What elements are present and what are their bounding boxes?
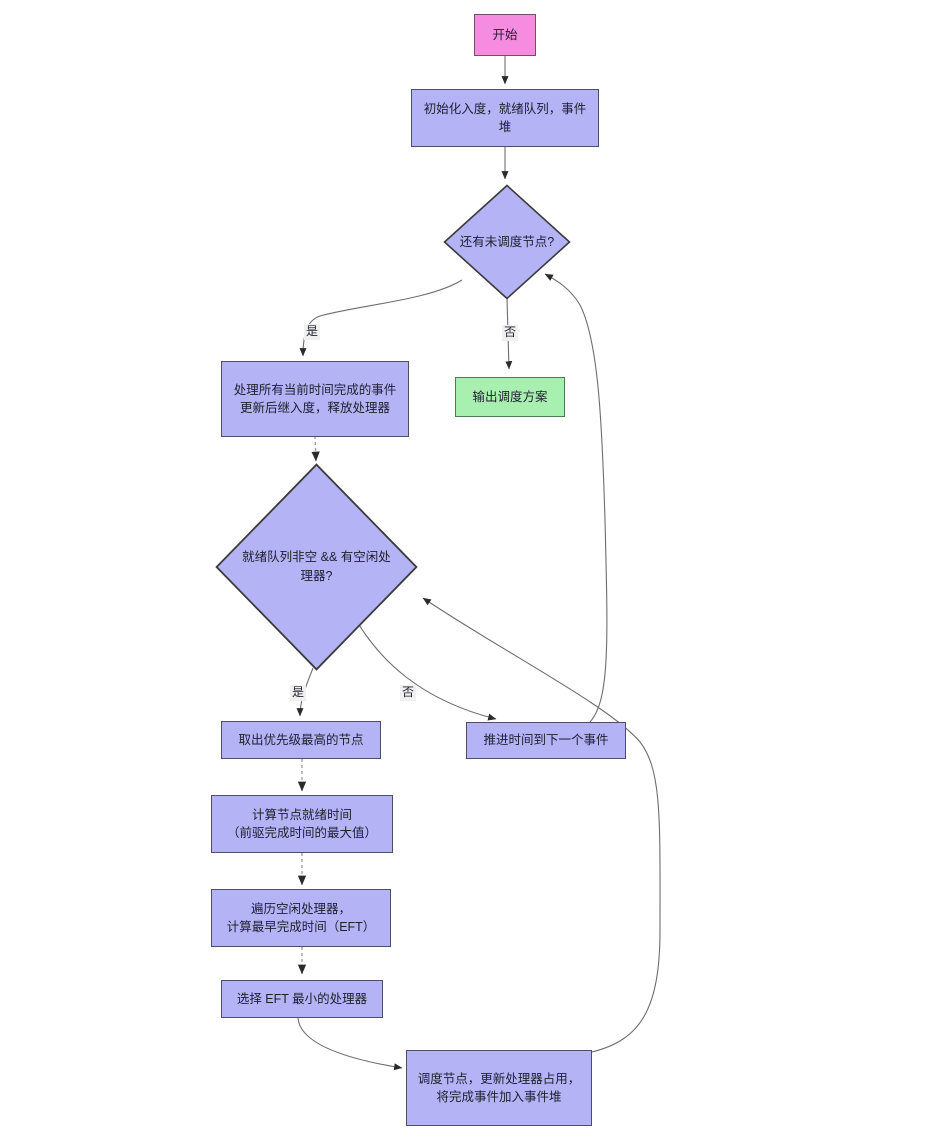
- edge-label-unscheduled-yes: 是: [304, 324, 321, 340]
- edge-select-min-eft-to-schedule-node: [297, 1017, 403, 1071]
- decision-unscheduled-shape: [443, 184, 571, 300]
- edge-label-unscheduled-no: 否: [502, 325, 519, 341]
- node-pop-highest-label: 取出优先级最高的节点: [238, 732, 364, 747]
- node-decision-ready[interactable]: 就绪队列非空 && 有空闲处理器?: [215, 463, 418, 671]
- node-scan-idle-label: 遍历空闲处理器， 计算最早完成时间（EFT）: [226, 901, 376, 934]
- edge-decision-unscheduled-yes: [299, 279, 463, 357]
- edge-label-ready-yes: 是: [290, 685, 307, 701]
- node-decision-unscheduled-label: 还有未调度节点?: [459, 234, 555, 249]
- node-advance-time-label: 推进时间到下一个事件: [483, 733, 609, 748]
- edge-schedule-node-to-decision-ready: [422, 597, 661, 1053]
- node-scan-idle[interactable]: 遍历空闲处理器， 计算最早完成时间（EFT）: [211, 889, 391, 947]
- node-process-events[interactable]: 处理所有当前时间完成的事件 更新后继入度，释放处理器: [221, 361, 409, 437]
- node-init-label: 初始化入度，就绪队列，事件堆: [423, 101, 587, 134]
- node-select-min-eft-label: 选择 EFT 最小的处理器: [236, 991, 368, 1006]
- node-compute-ready-time-label: 计算节点就绪时间 （前驱完成时间的最大值）: [226, 807, 377, 840]
- node-start[interactable]: 开始: [474, 14, 536, 56]
- node-schedule-node-label: 调度节点，更新处理器占用， 将完成事件加入事件堆: [417, 1071, 581, 1104]
- decision-ready-shape: [215, 463, 418, 671]
- node-output-label: 输出调度方案: [472, 389, 548, 404]
- node-advance-time[interactable]: 推进时间到下一个事件: [466, 722, 626, 759]
- node-pop-highest[interactable]: 取出优先级最高的节点: [221, 721, 381, 759]
- node-decision-unscheduled[interactable]: 还有未调度节点?: [443, 184, 571, 300]
- node-decision-ready-label: 就绪队列非空 && 有空闲处理器?: [242, 550, 391, 583]
- node-process-events-label: 处理所有当前时间完成的事件 更新后继入度，释放处理器: [233, 382, 397, 415]
- edge-process-events-to-decision-ready: [311, 435, 320, 462]
- edge-advance-time-to-decision-unscheduled: [544, 273, 608, 723]
- node-output[interactable]: 输出调度方案: [455, 377, 565, 417]
- edge-label-ready-no: 否: [400, 685, 417, 701]
- node-compute-ready-time[interactable]: 计算节点就绪时间 （前驱完成时间的最大值）: [211, 795, 393, 853]
- node-schedule-node[interactable]: 调度节点，更新处理器占用， 将完成事件加入事件堆: [406, 1050, 592, 1126]
- node-init[interactable]: 初始化入度，就绪队列，事件堆: [411, 89, 599, 147]
- node-select-min-eft[interactable]: 选择 EFT 最小的处理器: [221, 980, 383, 1018]
- node-start-label: 开始: [492, 27, 518, 42]
